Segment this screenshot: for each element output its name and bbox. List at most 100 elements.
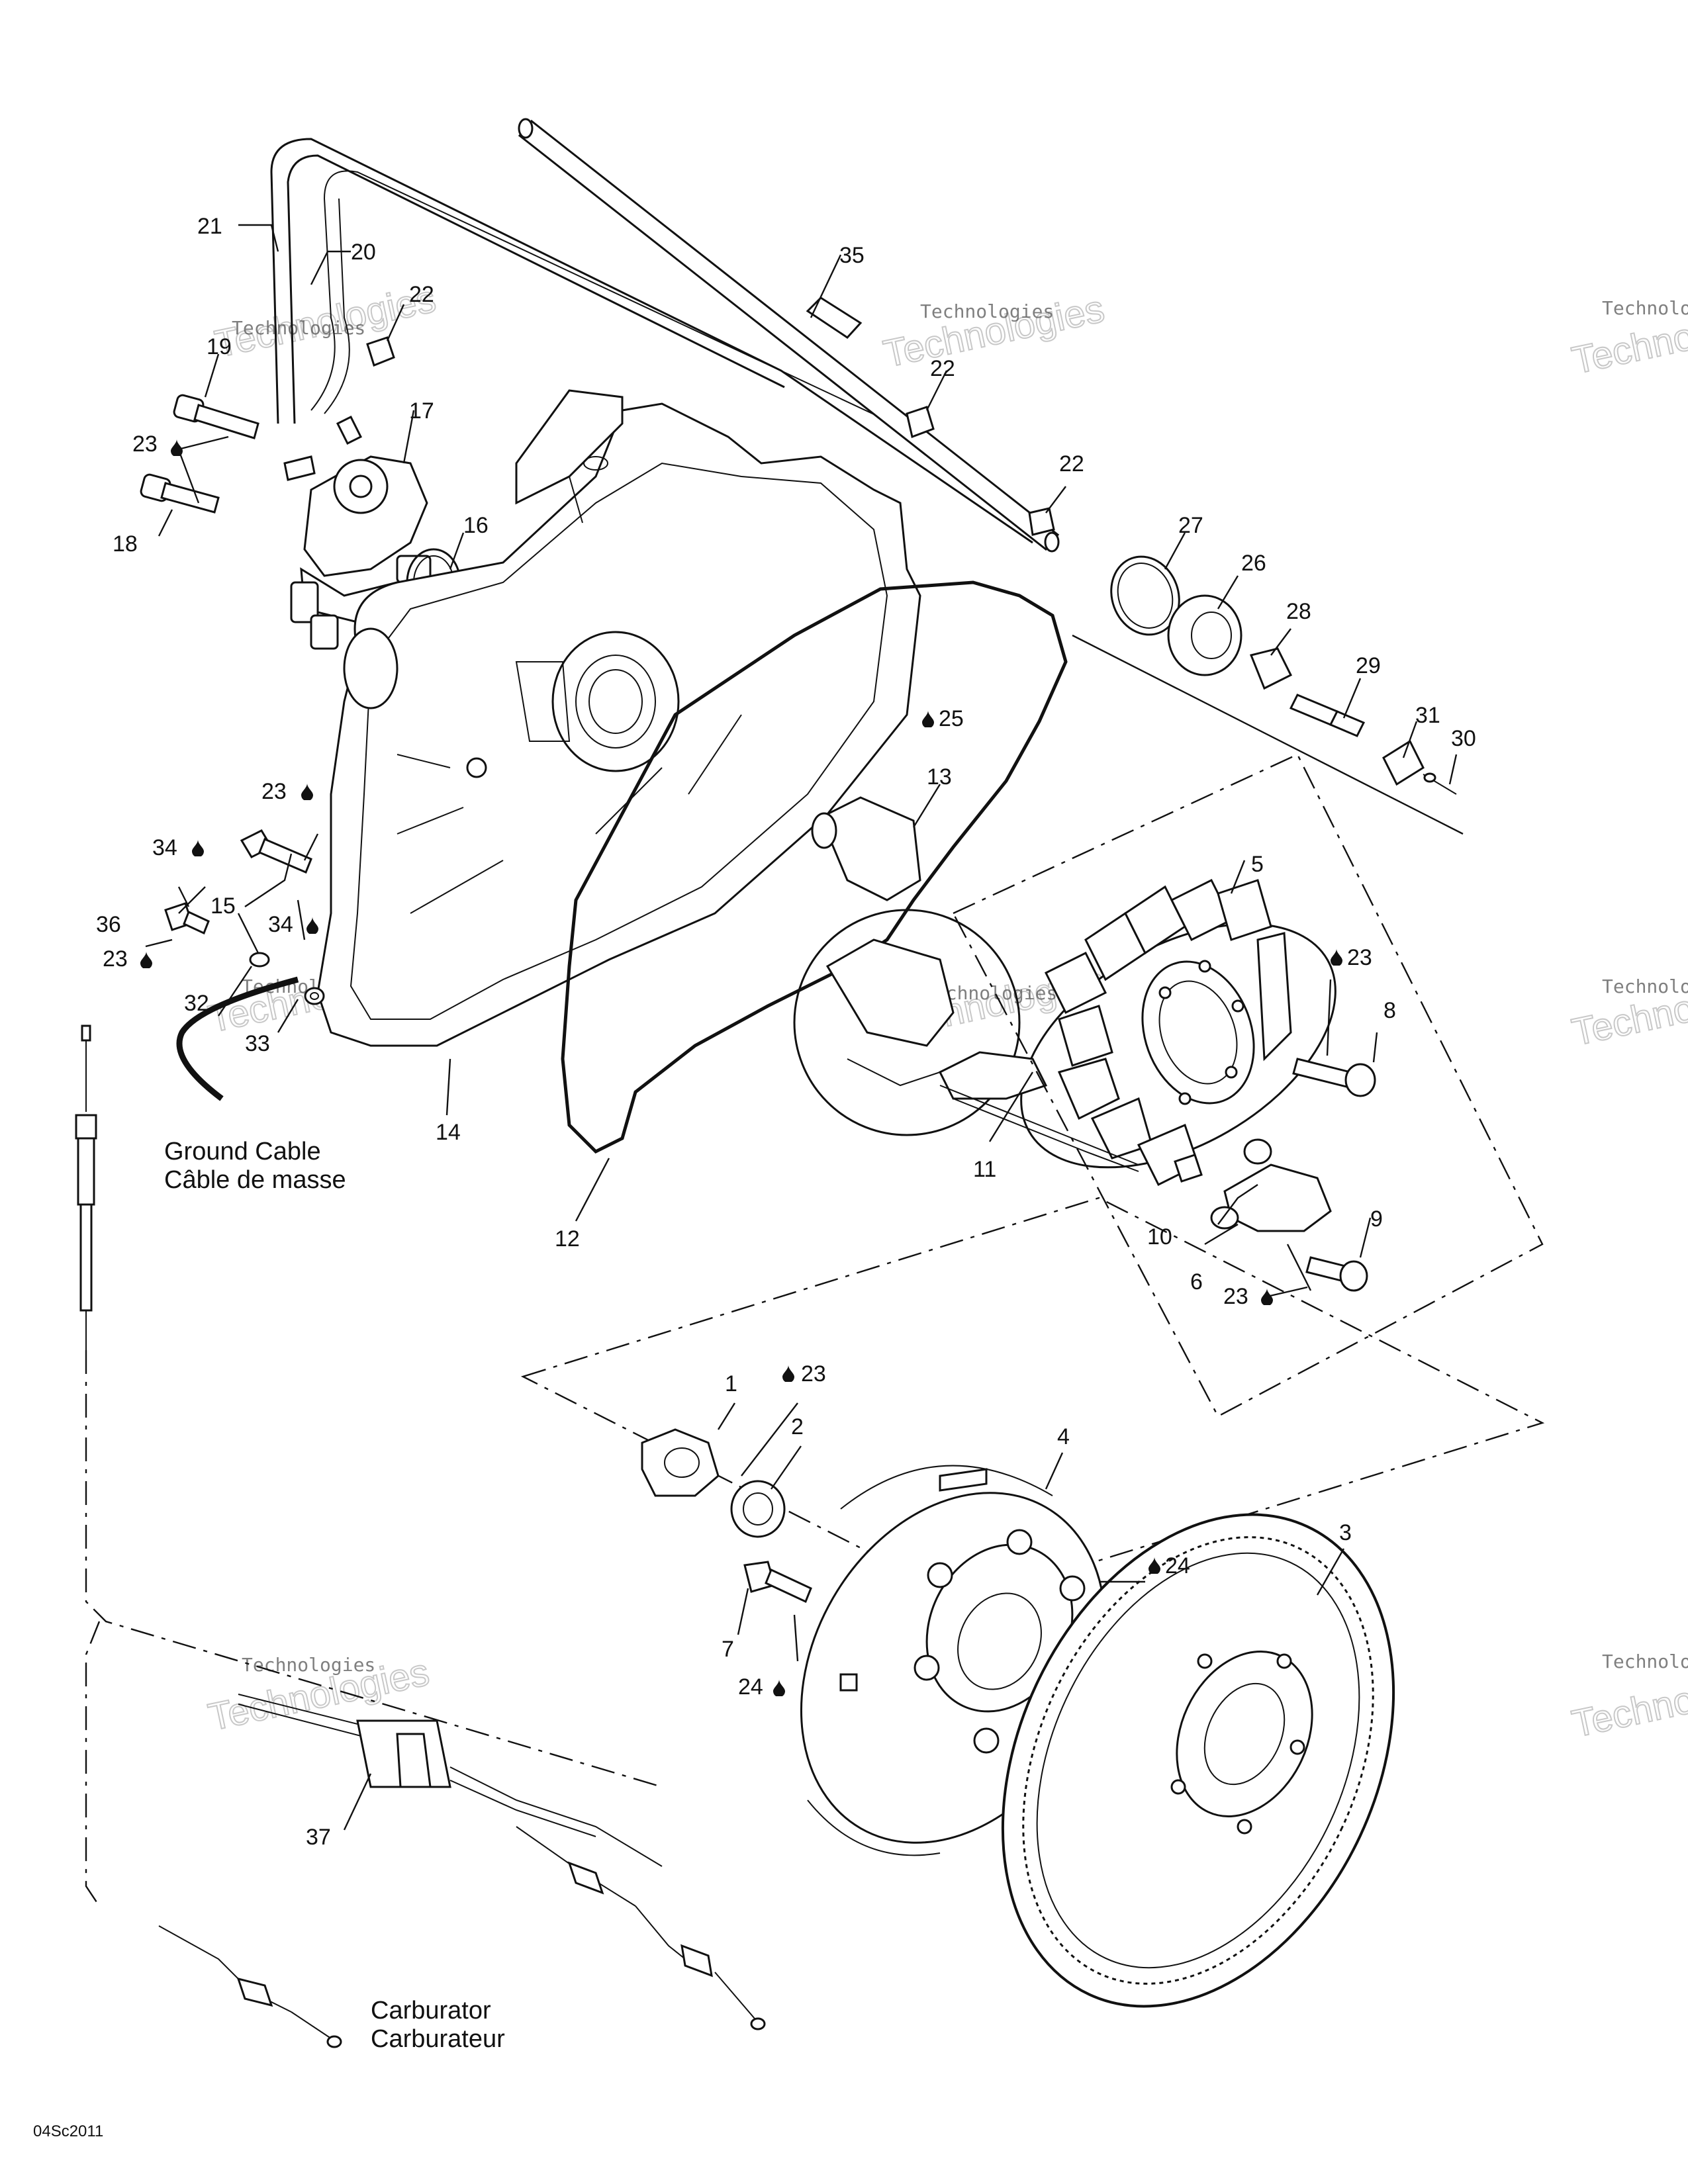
callout-34: 34	[268, 912, 293, 937]
oil-drop-icon	[1331, 948, 1342, 966]
washer-33	[304, 987, 325, 1005]
callout-10: 10	[1147, 1224, 1172, 1250]
leader-lines	[145, 224, 1458, 1831]
figure-code: 04Sc2011	[33, 2122, 103, 2140]
ground-cable-label-en: Ground Cable	[164, 1138, 321, 1165]
callout-7: 7	[722, 1637, 734, 1662]
svg-text:Technologies: Technologies	[1602, 1651, 1688, 1672]
carburator-label: Carburator Carburateur	[371, 1997, 505, 2053]
ring-gear-3	[1001, 1513, 1395, 2008]
callout-14: 14	[436, 1120, 461, 1145]
svg-text:Technologies: Technologies	[1602, 297, 1688, 319]
watermark: Technologies Technologies	[1568, 1651, 1688, 1747]
callout-18: 18	[113, 531, 138, 557]
pin-30	[1423, 772, 1457, 795]
callout-24: 24	[1165, 1553, 1190, 1578]
callout-37: 37	[306, 1825, 331, 1850]
callout-32: 32	[184, 991, 209, 1016]
callout-15: 15	[211, 893, 236, 919]
washer-2	[730, 1480, 786, 1538]
carb-cable-end-right	[516, 1826, 766, 2030]
watermark: Technologies Technologies	[1568, 293, 1688, 383]
callout-28: 28	[1286, 599, 1311, 624]
assembly-frame-flywheel	[520, 1197, 1545, 1603]
svg-text:Technologies: Technologies	[242, 1654, 375, 1676]
oil-drop-icon	[922, 710, 934, 727]
callout-23: 23	[1223, 1284, 1248, 1309]
bolt-10	[1174, 1154, 1203, 1183]
fuel-pump-17	[283, 415, 432, 650]
sensor-29	[1289, 694, 1366, 737]
callout-20: 20	[351, 240, 376, 265]
callout-3: 3	[1339, 1520, 1352, 1545]
callout-33: 33	[245, 1031, 270, 1056]
callout-1: 1	[725, 1371, 737, 1396]
callout-22: 22	[1059, 451, 1084, 477]
callout-23: 23	[103, 946, 128, 972]
oil-drop-icon	[192, 839, 204, 856]
carburator-label-fr: Carburateur	[371, 2025, 505, 2053]
callout-4: 4	[1057, 1424, 1070, 1449]
gasket-12	[561, 580, 1068, 1154]
callouts: 21 20 22 19 23 18 17 16 35 22 22 27 26 2…	[96, 214, 1476, 1850]
callout-29: 29	[1356, 653, 1381, 678]
o-ring-27	[1110, 555, 1180, 636]
assembly-frame-connector	[1072, 634, 1464, 835]
oil-drop-icon	[301, 783, 313, 800]
bolt-36	[164, 902, 210, 935]
assembly-frame-stator	[952, 753, 1544, 1418]
callout-22: 22	[409, 282, 434, 307]
callout-24: 24	[738, 1674, 763, 1700]
stator-5	[1020, 878, 1336, 1187]
callout-23: 23	[1347, 945, 1372, 970]
callout-23: 23	[801, 1361, 826, 1387]
callout-17: 17	[409, 398, 434, 424]
callout-36: 36	[96, 912, 121, 937]
svg-text:Technologies: Technologies	[232, 317, 365, 339]
oil-drop-icon	[306, 917, 318, 934]
bolt-15	[240, 829, 312, 874]
seal-28	[1249, 647, 1293, 690]
bolt-19	[173, 394, 259, 439]
callout-13: 13	[927, 764, 952, 790]
ground-cable-label: Ground Cable Câble de masse	[164, 1138, 346, 1194]
oil-drop-icon	[782, 1365, 794, 1382]
watermark: Technologies Technologies	[211, 277, 440, 367]
carb-cable-end-left	[158, 1925, 342, 2048]
bolt-18	[140, 473, 220, 514]
callout-9: 9	[1370, 1206, 1383, 1232]
callout-8: 8	[1383, 998, 1396, 1023]
bolt-8	[1292, 1058, 1376, 1097]
callout-11: 11	[973, 1157, 996, 1182]
svg-text:Technologies: Technologies	[920, 300, 1054, 322]
callout-19: 19	[207, 334, 232, 359]
bolt-9	[1305, 1256, 1368, 1292]
trigger-coil-11	[938, 1051, 1139, 1172]
callout-23: 23	[261, 779, 287, 804]
hose-35	[518, 118, 1060, 553]
oil-drop-icon	[140, 951, 152, 968]
bolt-7	[743, 1561, 812, 1604]
cover-14	[316, 389, 921, 1047]
watermark: Technologies Technologies	[1568, 965, 1688, 1055]
clip-22-right	[1028, 507, 1055, 536]
hose-21	[270, 138, 1033, 544]
callout-25: 25	[939, 706, 964, 731]
callout-34: 34	[152, 835, 177, 860]
washer-32	[249, 952, 270, 968]
ground-cable	[176, 976, 299, 1101]
watermark: Technologies Technologies	[879, 287, 1109, 377]
throttle-cable	[75, 1024, 663, 1907]
svg-text:Technologies: Technologies	[1602, 976, 1688, 997]
detail-circle	[793, 909, 1021, 1136]
callout-31: 31	[1415, 703, 1440, 728]
crank-sensor-6	[1210, 1138, 1332, 1232]
clip-22-middle	[906, 406, 935, 439]
callout-22: 22	[930, 356, 955, 381]
clip-22-top	[366, 336, 395, 367]
callout-5: 5	[1251, 852, 1264, 877]
callout-12: 12	[555, 1226, 580, 1251]
carburator-label-en: Carburator	[371, 1997, 491, 2025]
